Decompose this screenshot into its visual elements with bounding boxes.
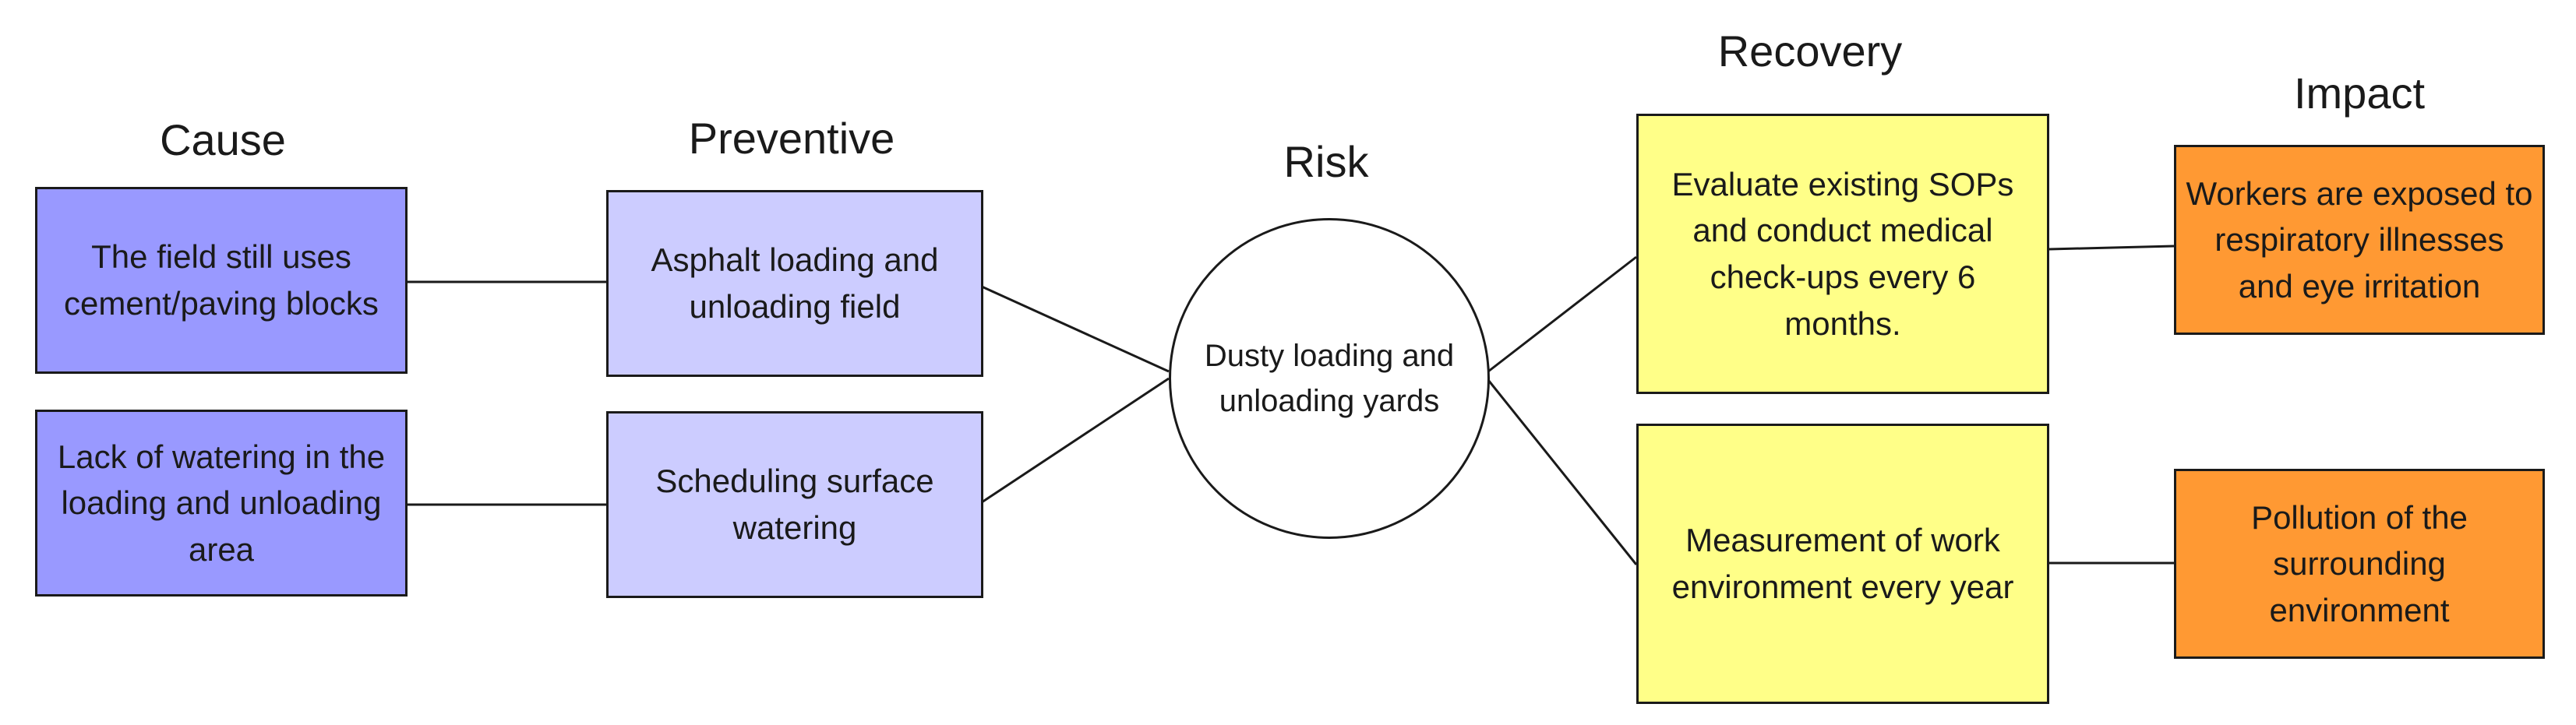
risk-text: Dusty loading and unloading yards [1204,339,1455,418]
heading-risk: Risk [1283,137,1369,186]
connector-recovery1-impact1 [2048,245,2175,251]
impact-text: Workers are exposed to respiratory illne… [2186,174,2533,304]
risk-circle: Dusty loading and unloading yards [1169,218,1490,539]
heading-preventive: Preventive [688,114,895,163]
preventive-box: Scheduling surface watering [606,411,983,598]
cause-box: Lack of watering in the loading and unlo… [35,410,408,597]
cause-box: The field still uses cement/paving block… [35,187,408,374]
recovery-box: Measurement of work environment every ye… [1636,424,2049,704]
connector-preventive1-risk [981,285,1170,373]
recovery-text: Evaluate existing SOPs and conduct medic… [1671,165,2014,342]
preventive-box: Asphalt loading and unloading field [606,190,983,377]
impact-box: Workers are exposed to respiratory illne… [2174,145,2545,335]
connector-preventive2-risk [981,377,1170,504]
impact-text: Pollution of the surrounding environment [2251,498,2468,628]
connector-risk-recovery1 [1487,255,1637,373]
cause-text: Lack of watering in the loading and unlo… [57,438,386,568]
recovery-box: Evaluate existing SOPs and conduct medic… [1636,114,2049,394]
impact-box: Pollution of the surrounding environment [2174,469,2545,659]
recovery-text: Measurement of work environment every ye… [1671,522,2014,605]
heading-impact: Impact [2293,69,2426,118]
connector-risk-recovery2 [1487,379,1638,565]
preventive-text: Scheduling surface watering [655,463,934,546]
preventive-text: Asphalt loading and unloading field [651,241,939,325]
heading-recovery: Recovery [1717,26,1903,76]
heading-cause: Cause [160,115,286,164]
cause-text: The field still uses cement/paving block… [64,238,379,322]
